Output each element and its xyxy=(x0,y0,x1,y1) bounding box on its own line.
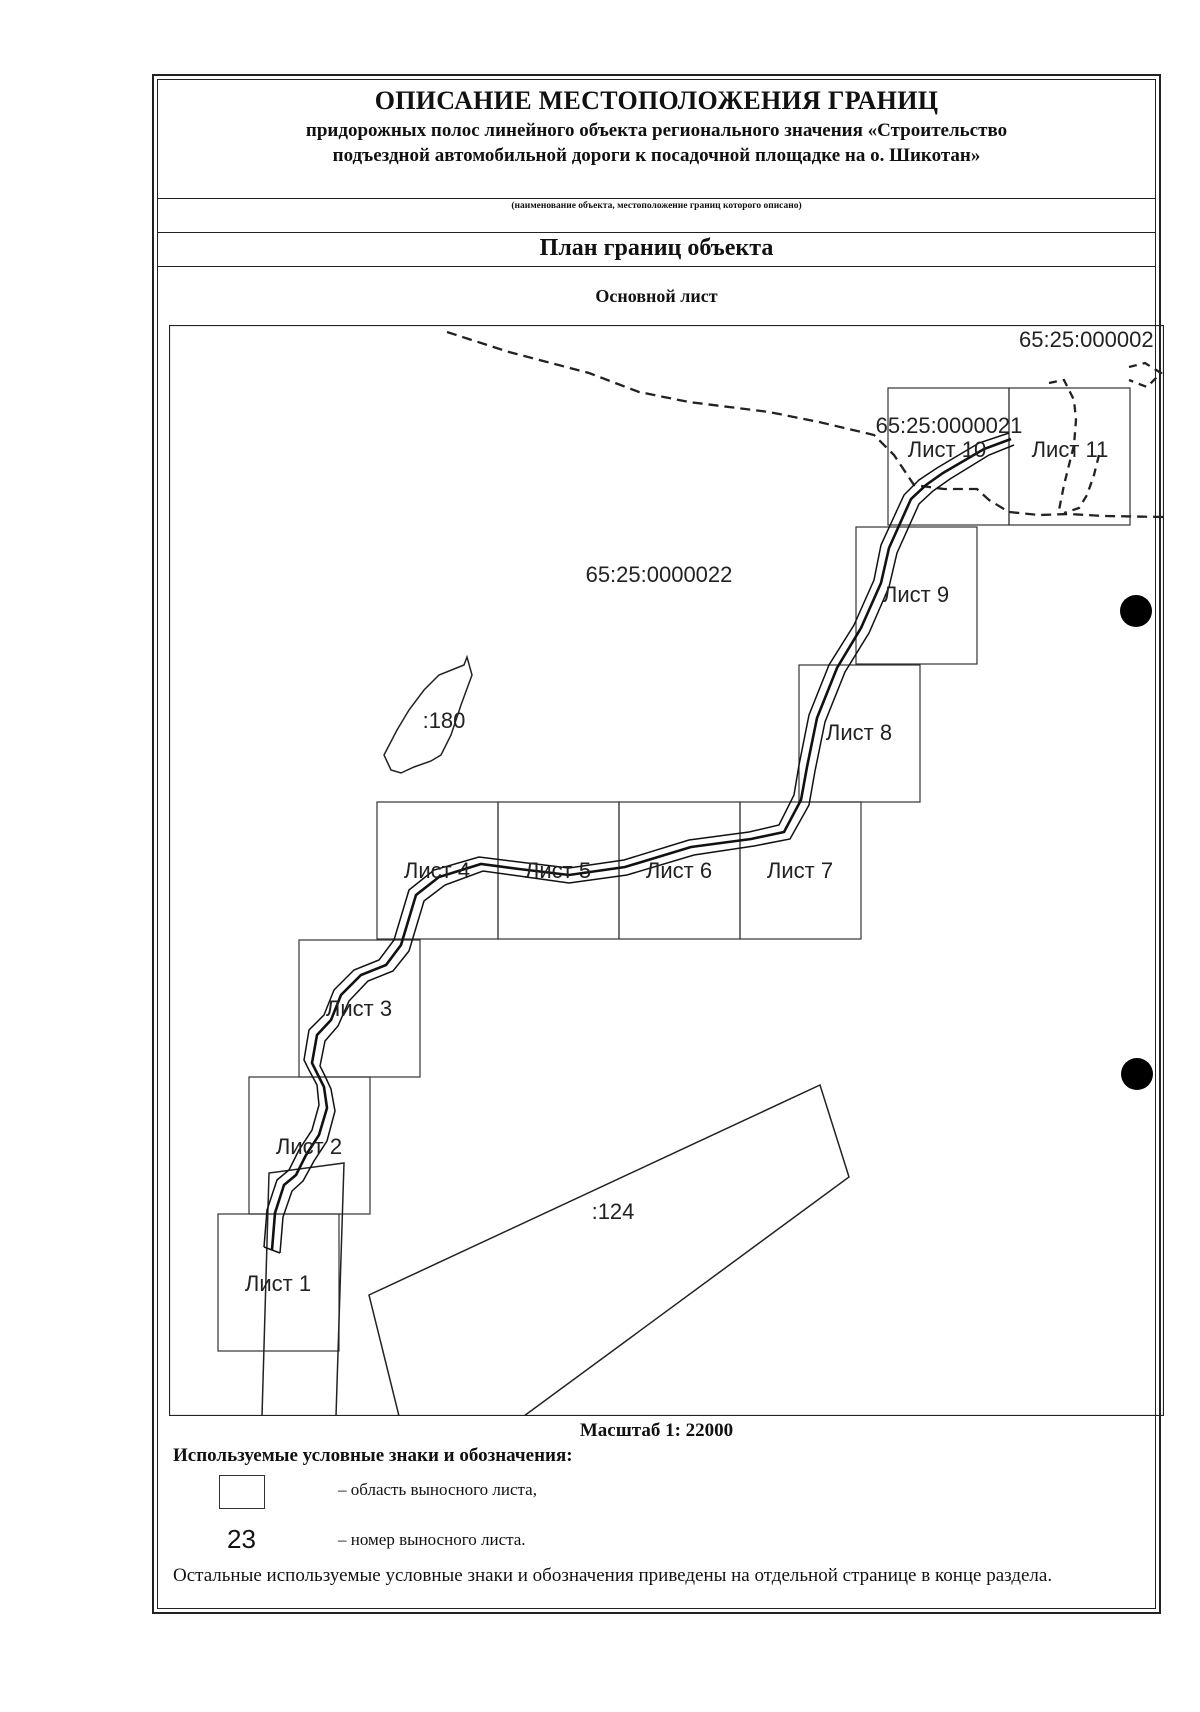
parcel-21-label: 65:25:0000021 xyxy=(876,413,1023,438)
sheet-label-8: Лист 8 xyxy=(826,720,892,745)
road-axis-line xyxy=(270,437,1012,1251)
sheet-area-8 xyxy=(798,664,921,803)
road-strip-right-edge xyxy=(279,444,1015,1254)
legend-sheet-number-text: – номер выносного листа. xyxy=(338,1530,526,1549)
parcel-180-outline xyxy=(383,654,473,774)
sheet-label-10: Лист 10 xyxy=(908,437,986,462)
cadastral-boundary-dashed-3 xyxy=(1128,361,1163,389)
sheet-label-7: Лист 7 xyxy=(767,858,833,883)
sheet-area-11 xyxy=(1008,387,1131,526)
document-inner-frame: ОПИСАНИЕ МЕСТОПОЛОЖЕНИЯ ГРАНИЦ придорожн… xyxy=(157,79,1164,1609)
sheet-area-3 xyxy=(298,939,421,1078)
parcel-180-label: :180 xyxy=(423,708,466,733)
parcel-strip-outline xyxy=(261,1162,345,1416)
plan-title: План границ объекта xyxy=(539,235,774,261)
cadastral-boundary-dashed-4 xyxy=(1063,454,1101,515)
document-title: ОПИСАНИЕ МЕСТОПОЛОЖЕНИЯ ГРАНИЦ xyxy=(374,86,939,115)
map-scale: Масштаб 1: 22000 xyxy=(579,1420,734,1441)
legend-sheet-area-symbol xyxy=(219,1475,265,1509)
object-caption: (наименование объекта, местоположение гр… xyxy=(511,201,802,211)
footer-note: Остальные используемые условные знаки и … xyxy=(173,1565,1053,1586)
parcel-22-label: 65:25:0000022 xyxy=(586,562,733,587)
sheet-label-6: Лист 6 xyxy=(646,858,712,883)
road-corridor xyxy=(263,432,1015,1254)
map-border xyxy=(169,325,1164,1416)
document-frame: ОПИСАНИЕ МЕСТОПОЛОЖЕНИЯ ГРАНИЦ придорожн… xyxy=(152,74,1164,1614)
parcel-124-label: :124 xyxy=(592,1199,635,1224)
subtitle-line-2: подъездной автомобильной дороги к посадо… xyxy=(332,145,981,166)
sheet-label-11: Лист 11 xyxy=(1032,437,1109,462)
legend-title: Используемые условные знаки и обозначени… xyxy=(173,1445,573,1466)
header-divider xyxy=(158,198,1155,199)
road-start-cap xyxy=(263,1246,281,1254)
map-canvas: 65:25:0000022 65:25:0000021 65:25:000002… xyxy=(169,325,1164,1416)
cadastral-boundary-dashed-2 xyxy=(1048,378,1078,511)
parcel-2-partial-label: 65:25:000002 xyxy=(1019,327,1154,352)
punch-hole-top xyxy=(1120,595,1152,627)
sheet-label-3: Лист 3 xyxy=(326,996,392,1021)
subtitle-line-1: придорожных полос линейного объекта реги… xyxy=(305,120,1008,141)
punch-hole-bottom xyxy=(1121,1058,1153,1090)
cadastral-boundary-dashed xyxy=(446,330,1164,519)
sheet-label-2: Лист 2 xyxy=(276,1134,342,1159)
legend-sheet-area-text: – область выносного листа, xyxy=(338,1480,537,1499)
sheet-title: Основной лист xyxy=(595,286,718,306)
road-strip-left-edge xyxy=(263,432,1010,1248)
parcel-124-outline xyxy=(368,1083,850,1416)
sheet-label-4: Лист 4 xyxy=(404,858,470,883)
plan-title-divider xyxy=(158,266,1155,267)
sheet-area-9 xyxy=(855,526,978,665)
document-subtitle: придорожных полос линейного объекта реги… xyxy=(198,118,1115,168)
legend-sheet-number-symbol: 23 xyxy=(227,1524,256,1554)
sheet-label-1: Лист 1 xyxy=(245,1271,311,1296)
sheet-label-9: Лист 9 xyxy=(883,582,949,607)
map-area: 65:25:0000022 65:25:0000021 65:25:000002… xyxy=(169,325,1164,1416)
sheet-label-5: Лист 5 xyxy=(525,858,591,883)
caption-divider xyxy=(158,232,1155,233)
